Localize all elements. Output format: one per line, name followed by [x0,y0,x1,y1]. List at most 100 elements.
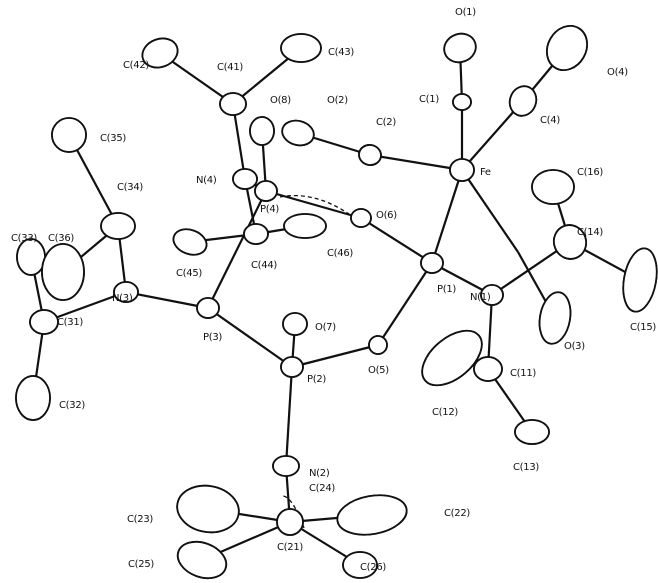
ellipsoid-outline-o4 [546,25,588,71]
label-c32: C(32) [59,400,85,411]
atom-c13 [514,419,550,445]
atom-c35 [51,117,87,153]
label-c42: C(42) [123,60,149,71]
ellipsoid-outline-c41 [219,92,247,116]
label-c26: C(26) [360,562,386,573]
atom-c45 [169,224,208,258]
atom-o1 [440,29,477,67]
ellipsoid-outline-c25 [176,540,228,580]
bond-p2-n2 [284,366,294,467]
atom-c23 [173,480,240,538]
ellipsoid-outline-c43 [280,33,322,63]
label-c44: C(44) [251,260,277,271]
ellipsoid-outline-c32 [15,375,51,421]
label-c1: C(1) [419,94,439,105]
label-n4: N(4) [196,175,217,186]
label-c2: C(2) [376,117,396,128]
label-n1: N(1) [470,292,491,303]
label-o4: O(4) [607,67,628,78]
label-o1: O(1) [455,7,476,18]
ellipsoid-outline-c33 [16,238,46,276]
atom-o6 [350,208,372,228]
ellipsoid-outline-c45 [172,228,208,256]
atom-o5 [368,335,388,355]
atom-c41 [219,92,247,116]
ellipsoid-outline-n4 [232,168,258,190]
atom-c46 [283,213,327,239]
label-o8: O(8) [270,95,291,106]
atom-c25 [172,535,228,582]
ellipsoid-outline-c21 [276,508,304,536]
label-c22: C(22) [444,508,470,519]
label-fe: Fe [480,167,491,178]
ellipsoid-outline-c15 [622,247,658,313]
atom-c32 [15,375,51,421]
label-c11: C(11) [510,368,536,379]
ellipsoid-outline-o8 [249,116,275,146]
ellipsoid-outline-c34 [100,212,136,240]
atom-n1 [480,284,504,306]
label-c31: C(31) [57,317,83,328]
ellipsoid-outline-c11 [473,356,503,382]
label-c16: C(16) [577,167,603,178]
atom-o2 [279,117,315,149]
bond-fe-p1 [430,169,464,264]
bond-fe-c3 [461,169,519,253]
label-n2: N(2) [309,468,330,479]
ellipsoid-outline-o5 [368,335,388,355]
label-p3: P(3) [203,332,222,343]
ellipsoid-outline-o7 [282,312,308,336]
label-p1: P(1) [437,284,456,295]
ellipsoid-outline-n3 [113,281,139,303]
atom-p3 [196,297,220,319]
ellipsoid-outline-fe [449,158,475,182]
atom-c22 [334,490,408,540]
ellipsoid-outline-c16 [531,169,575,205]
bond-o5-p2 [291,343,379,369]
ellipsoid-outline-c46 [283,213,327,239]
label-c43: C(43) [328,47,354,58]
ellipsoid-outline-c14 [552,224,588,260]
atom-c4 [505,82,538,120]
label-c41: C(41) [217,62,243,73]
label-o6: O(6) [376,210,397,221]
label-c34: C(34) [117,182,143,193]
label-o7: O(7) [315,322,336,333]
bond-p1-o5 [377,262,433,346]
ellipsoid-outline-p1 [420,252,444,274]
atom-c15 [618,245,658,315]
atom-n2 [272,455,300,477]
label-c21: C(21) [277,542,303,553]
atom-c26 [342,551,378,579]
ellipsoid-outline-o2 [281,119,315,147]
ellipsoid-outline-p3 [196,297,220,319]
atom-n4 [232,168,258,190]
bond-o6-p4 [265,189,362,220]
atom-c16 [531,169,575,205]
ellipsoid-outline-c26 [342,551,378,579]
ellipsoid-outline-c13 [514,419,550,445]
atom-p1 [420,252,444,274]
label-o5: O(5) [368,365,389,376]
label-c13: C(13) [513,462,539,473]
atom-o7 [282,312,308,336]
ellipsoid-outline-o3 [538,291,572,345]
atom-c1 [452,93,472,111]
bond-n4-c41 [231,103,247,180]
ellipsoid-outline-c2 [358,144,382,166]
atom-c43 [280,33,322,63]
bond-p3-p4 [207,190,267,309]
atom-o8 [249,116,275,146]
label-c4: C(4) [540,115,560,126]
atom-c21 [276,508,304,536]
ellipsoid-outline-n1 [480,284,504,306]
atom-c12 [412,320,487,387]
bond-p3-n3 [125,290,209,310]
label-c33: C(33) [11,233,37,244]
dashed-bond-1 [282,495,305,529]
ellipsoid-outline-p4 [254,180,278,202]
atom-c2 [358,144,382,166]
label-o3: O(3) [564,341,585,352]
label-c25: C(25) [128,559,154,570]
labels-layer: FeP(1)P(2)P(3)P(4)O(1)C(1)O(2)C(2)O(3)O(… [11,7,657,573]
